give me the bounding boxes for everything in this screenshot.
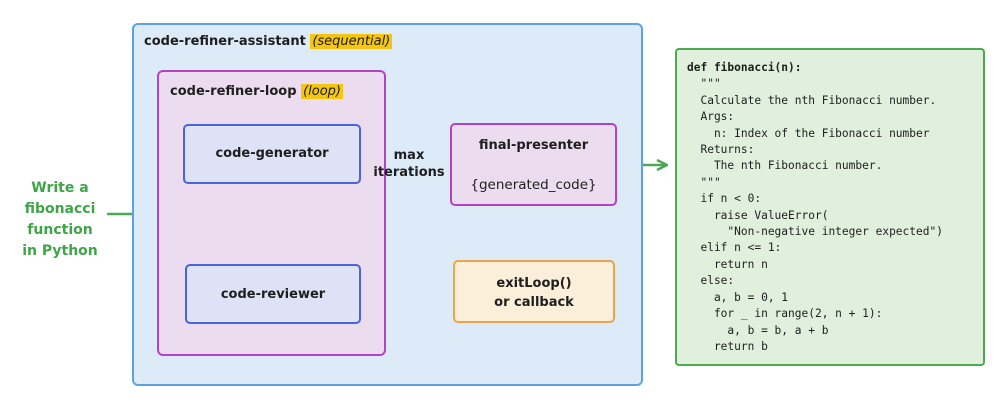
exit-loop-line2: or callback [494,295,574,310]
user-prompt-line: in Python [22,243,98,259]
code-line: """ [700,175,721,189]
final-presenter-output: {generated_code} [470,177,597,193]
code-line: a, b = b, a + b [727,323,829,337]
loop-title-tag: (loop) [301,84,343,99]
code-line: a, b = 0, 1 [713,290,789,304]
code-line: else: [700,274,735,288]
code-line: "Non-negative integer expected") [727,225,943,239]
loop-title-name: code-refiner-loop [170,84,297,99]
outer-title: code-refiner-assistant (sequential) [144,34,393,49]
code-line: for _ in range(2, n + 1): [713,307,883,321]
code-line: return n [713,257,768,271]
code-generator-node[interactable]: code-generator [183,124,361,184]
code-output-panel: def fibonacci(n): """ Calculate the nth … [675,48,985,366]
code-line: return b [687,339,768,353]
max-iterations-label: max iterations [372,147,446,181]
exit-loop-line1: exitLoop() [496,276,572,291]
user-prompt-line: function [27,222,93,238]
code-line: Calculate the nth Fibonacci number. [700,93,937,107]
max-iterations-line2: iterations [373,165,445,180]
loop-title: code-refiner-loop (loop) [170,84,343,99]
outer-title-name: code-refiner-assistant [144,34,306,49]
code-line: Args: [700,110,735,124]
code-line: raise ValueError( [713,208,829,222]
outer-title-tag: (sequential) [310,34,393,49]
user-prompt: Write a fibonacci function in Python [14,178,106,262]
code-line: """ [700,77,721,91]
code-line: elif n <= 1: [700,241,782,255]
code-generator-label: code-generator [215,146,329,161]
exit-loop-node[interactable]: exitLoop() or callback [453,260,615,323]
code-line: Returns: [700,143,755,157]
user-prompt-line: fibonacci [24,201,96,217]
code-reviewer-label: code-reviewer [220,287,326,302]
final-presenter-node[interactable]: final-presenter {generated_code} [450,123,617,206]
user-prompt-line: Write a [31,180,89,196]
code-line: The nth Fibonacci number. [713,159,883,173]
final-presenter-label: final-presenter [478,138,589,153]
code-listing: def fibonacci(n): """ Calculate the nth … [687,60,943,355]
code-line: def fibonacci(n): [687,61,802,74]
code-reviewer-node[interactable]: code-reviewer [185,264,361,324]
code-line: n: Index of the Fibonacci number [713,126,930,140]
max-iterations-line1: max [393,148,425,163]
code-line: if n < 0: [700,192,762,206]
